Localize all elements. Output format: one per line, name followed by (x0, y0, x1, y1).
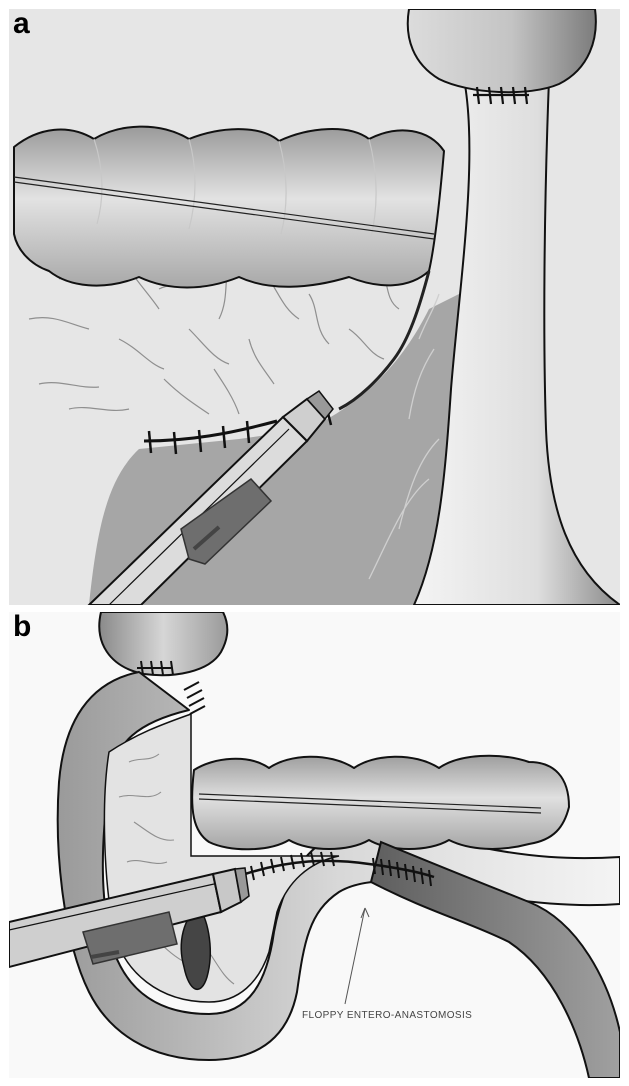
annotation-floppy-entero-anastomosis: FLOPPY ENTERO-ANASTOMOSIS (302, 1010, 472, 1021)
panel-label-b: b (13, 612, 31, 644)
panel-b: b FLOPPY ENTERO-ANASTOMOSIS (9, 612, 620, 1078)
transverse-colon (14, 127, 444, 288)
panel-label-a: a (13, 9, 30, 41)
panel-a-illustration (9, 9, 620, 605)
panel-b-illustration (9, 612, 620, 1078)
panel-a: a (9, 9, 620, 605)
transverse-colon (192, 756, 569, 850)
